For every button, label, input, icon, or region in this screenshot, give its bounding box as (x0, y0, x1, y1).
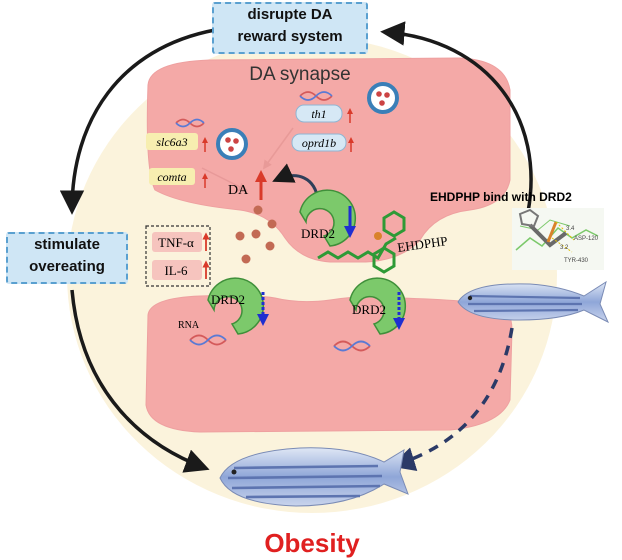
disrupt-line2: reward system (237, 28, 343, 45)
stimulate-line2: overeating (29, 258, 105, 275)
postsynaptic-terminal (145, 294, 513, 433)
da-label: DA (228, 183, 249, 198)
zebrafish-obese-icon (219, 447, 409, 507)
drd2-label: DRD2 (352, 302, 386, 317)
stimulate-overeating-box: stimulate overeating (6, 232, 128, 284)
docking-distance-1: 3.4 (566, 226, 575, 232)
vesicle (216, 128, 248, 160)
zebrafish-icon (457, 280, 610, 324)
gene-oprd1b: oprd1b (302, 136, 336, 150)
cycle-arrow-top-left (59, 28, 216, 215)
docking-residue-asp: ASP-120 (574, 236, 599, 242)
cycle-arrow-top-right (380, 21, 533, 213)
outcome-label: Obesity (264, 528, 360, 558)
rna-icon (189, 334, 227, 346)
gene-comta-pill (149, 168, 195, 185)
vesicle (367, 82, 399, 114)
cycle-arrow-bottom-left (70, 289, 210, 473)
ehdphp-molecule (317, 210, 406, 274)
il6-pill (152, 260, 202, 280)
tnf-pill (152, 232, 202, 252)
gene-oprd1b-pill (291, 133, 347, 152)
drd2-receptor-postsynaptic-left (207, 277, 265, 335)
genes-to-da-arrow (201, 167, 248, 191)
cytokine-box (145, 225, 211, 287)
docking-distance-2: 3.2 (560, 245, 569, 251)
drd2-label: DRD2 (301, 226, 335, 241)
stimulate-line1: stimulate (34, 236, 100, 253)
dopamine-molecules (235, 205, 277, 264)
compound-label: EHDPHP (396, 233, 448, 255)
synapse-title: DA synapse (249, 64, 350, 85)
presynaptic-terminal (146, 57, 511, 263)
drd2-receptor-postsynaptic-right (349, 277, 407, 335)
drd2-receptor-presynaptic (299, 189, 357, 247)
cytokine-tnf: TNF-α (158, 235, 194, 250)
rna-label: RNA (178, 320, 200, 331)
docking-structure-image: 3.4 3.2 ASP-120 TYR-430 (512, 208, 604, 270)
dashed-arrow-fish-to-obesity (390, 327, 514, 471)
docking-title: EHDPHP bind with DRD2 (430, 190, 572, 204)
gene-comta: comta (157, 170, 186, 184)
drd2-label: DRD2 (211, 292, 245, 307)
gene-slc6a3-pill (146, 133, 198, 150)
gene-slc6a3: slc6a3 (156, 135, 187, 149)
docking-residue-tyr: TYR-430 (564, 258, 589, 264)
disrupt-line1: disrupte DA (247, 6, 333, 23)
cytokine-il6: IL-6 (164, 263, 188, 278)
gene-th1-pill (295, 104, 343, 123)
dna-icon (299, 91, 333, 101)
disrupt-reward-box: disrupte DA reward system (212, 2, 368, 54)
dna-icon (175, 118, 205, 128)
th1-to-da-arrow (262, 127, 294, 170)
gene-th1: th1 (311, 107, 326, 121)
dna-icon (333, 340, 371, 352)
